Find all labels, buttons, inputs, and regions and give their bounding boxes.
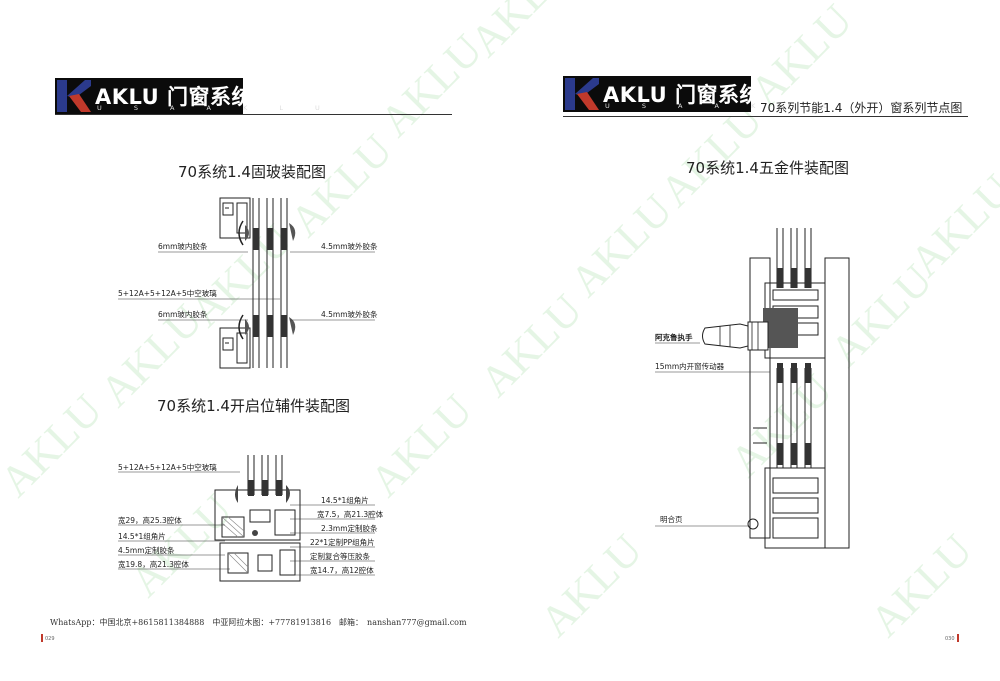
label-hollow-glass: 5+12A+5+12A+5中空玻璃 xyxy=(118,289,217,298)
hardware-section-drawing xyxy=(747,228,850,549)
fixed-glass-section-drawing xyxy=(219,197,296,369)
logo-k-mark-icon xyxy=(57,80,91,112)
label-left-2: 14.5*1组角片 xyxy=(118,532,166,541)
header-rule xyxy=(55,114,452,115)
label-glass-inner-strip-top: 6mm玻内胶条 xyxy=(158,242,208,251)
label-hollow-glass-2: 5+12A+5+12A+5中空玻璃 xyxy=(118,463,217,472)
series-header-title: 70系列节能1.4（外开）窗系列节点图 xyxy=(760,101,963,115)
section-title-opening-accessories: 70系统1.4开启位辅件装配图 xyxy=(157,397,350,415)
logo-k-mark-icon xyxy=(565,78,599,110)
page-number-right: 030 xyxy=(945,636,955,642)
fixed-glass-leader-lines xyxy=(118,251,375,300)
page-marker-right xyxy=(957,634,959,642)
section-title-fixed-glass: 70系统1.4固玻装配图 xyxy=(178,163,326,181)
label-hinge: 明合页 xyxy=(660,515,683,524)
label-right-4: 22*1定制PP组角片 xyxy=(310,538,375,547)
page-marker xyxy=(41,634,43,642)
contact-footer: WhatsApp：中国北京+8615811384888 中亚阿拉木图：+7778… xyxy=(50,618,467,627)
label-glass-outer-strip-top: 4.5mm玻外胶条 xyxy=(321,242,378,251)
label-glass-inner-strip-bottom: 6mm玻内胶条 xyxy=(158,310,208,319)
hardware-leader-lines xyxy=(655,342,770,527)
label-transmission: 15mm内开窗传动器 xyxy=(655,362,725,371)
handle-drawing xyxy=(702,321,769,351)
label-right-2: 宽7.5，高21.3腔体 xyxy=(317,510,384,519)
label-glass-outer-strip-bottom: 4.5mm玻外胶条 xyxy=(321,310,378,319)
logo-brand-text: AKLU 门窗系统 xyxy=(95,85,254,109)
logo-sub-text: U S A A K L U xyxy=(97,104,335,112)
label-right-6: 宽14.7，高12腔体 xyxy=(310,566,374,575)
section-title-hardware: 70系统1.4五金件装配图 xyxy=(686,159,849,177)
label-right-1: 14.5*1组角片 xyxy=(321,496,369,505)
fixed-glass-leader-lines-bottom xyxy=(158,319,375,321)
label-handle: 阿克鲁执手 xyxy=(655,333,693,342)
header-rule-right xyxy=(563,116,968,117)
page-number-left: 029 xyxy=(45,636,55,642)
label-left-1: 宽29，高25.3腔体 xyxy=(118,516,182,525)
company-logo: AKLU 门窗系统 U S A A K L U xyxy=(55,78,320,114)
label-left-3: 4.5mm定制胶条 xyxy=(118,546,175,555)
opening-accessories-leader-lines xyxy=(118,471,375,576)
logo-brand-text: AKLU 门窗系统 xyxy=(603,83,762,107)
opening-accessories-section-drawing xyxy=(214,455,301,582)
label-left-4: 宽19.8，高21.3腔体 xyxy=(118,560,189,569)
logo-sub-text: U S A A K L U xyxy=(605,102,843,110)
label-right-3: 2.3mm定制胶条 xyxy=(321,524,378,533)
label-right-5: 定制复合等压胶条 xyxy=(310,552,370,561)
company-logo-right: AKLU 门窗系统 U S A A K L U xyxy=(563,76,828,112)
